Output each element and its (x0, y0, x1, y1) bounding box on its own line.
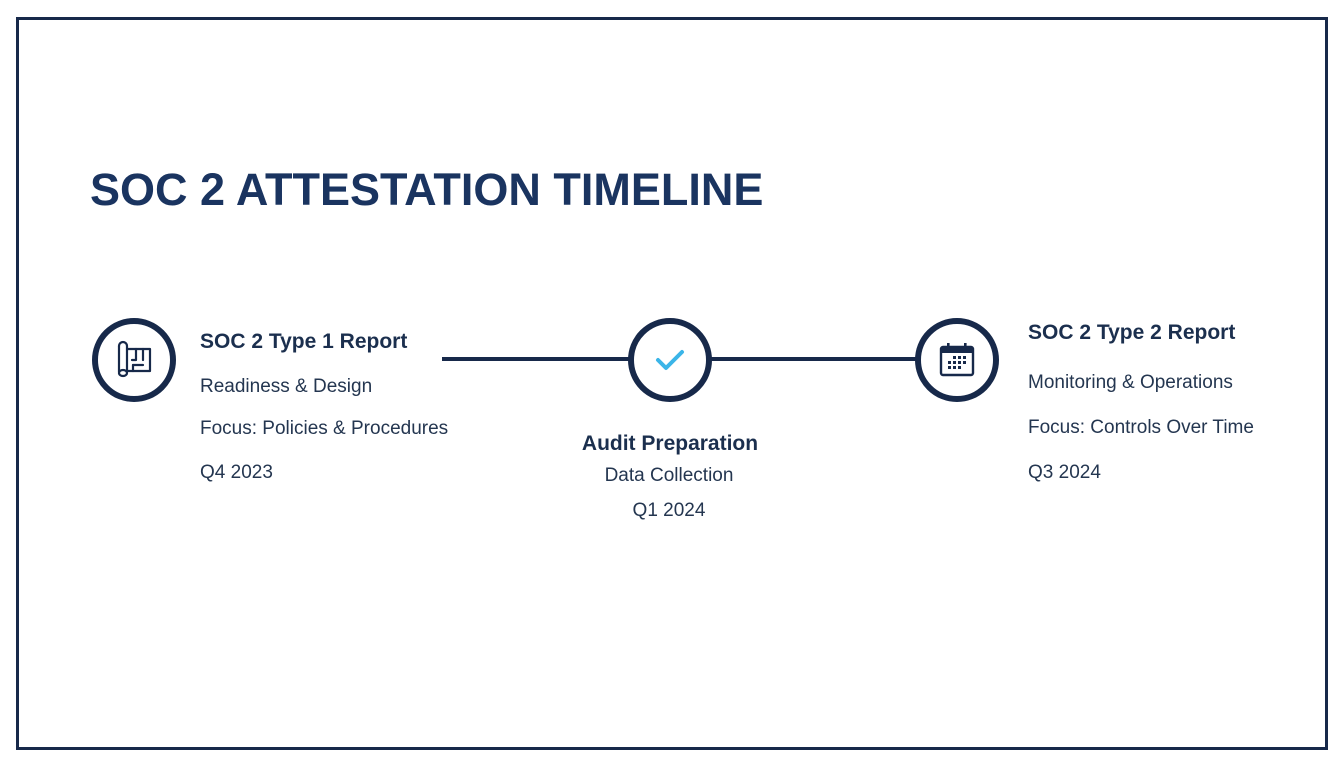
milestone-3-focus: Focus: Controls Over Time (1028, 417, 1254, 438)
milestone-3-subtitle: Monitoring & Operations (1028, 372, 1233, 393)
milestone-2-heading: Audit Preparation (581, 432, 759, 455)
milestone-1-subtitle: Readiness & Design (200, 376, 373, 397)
milestone-3-date: Q3 2024 (1028, 462, 1101, 483)
milestone-2-subtitle: Data Collection (604, 465, 734, 486)
page-title: SOC 2 ATTESTATION TIMELINE (90, 164, 764, 215)
blueprint-icon (117, 340, 152, 378)
milestone-1-node (92, 318, 176, 402)
milestone-1-date: Q4 2023 (200, 462, 273, 483)
calendar-icon (939, 343, 975, 377)
milestone-2-date: Q1 2024 (632, 500, 706, 521)
milestone-1-heading: SOC 2 Type 1 Report (200, 330, 408, 353)
milestone-3-heading: SOC 2 Type 2 Report (1028, 321, 1236, 344)
milestone-2-node (628, 318, 712, 402)
milestone-1-focus: Focus: Policies & Procedures (200, 418, 449, 439)
milestone-3-node (915, 318, 999, 402)
checkmark-icon (656, 350, 684, 370)
